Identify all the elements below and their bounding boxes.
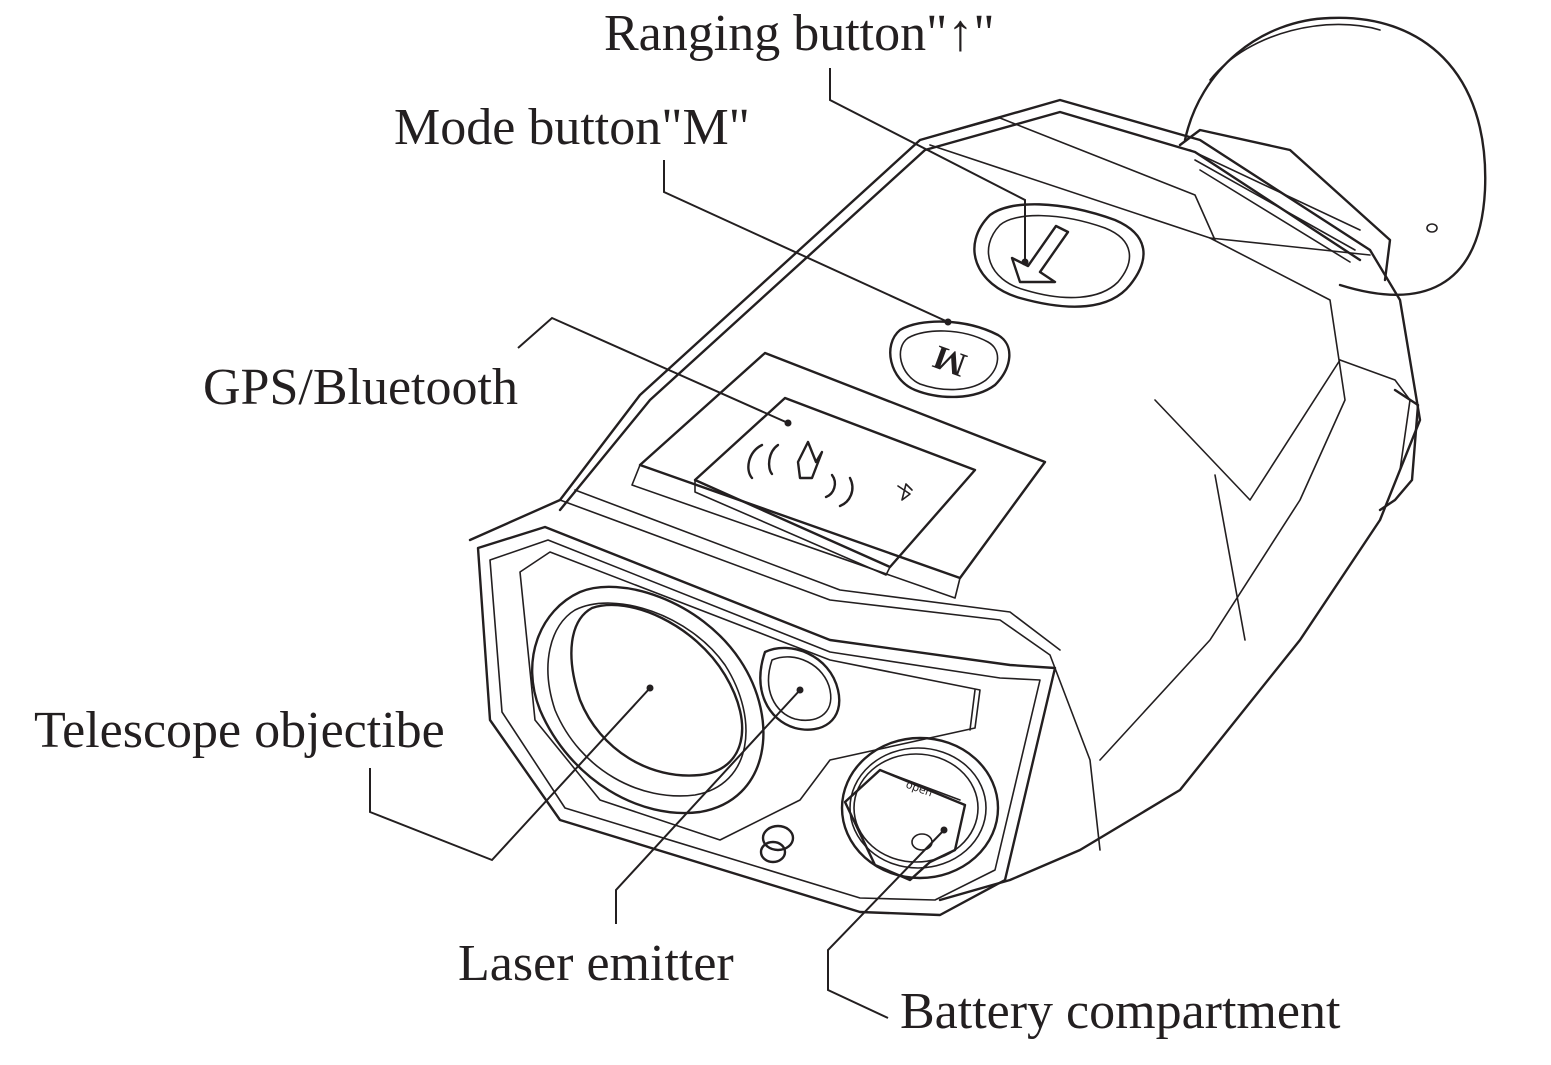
label-ranging-button: Ranging button"↑" <box>604 5 995 62</box>
label-laser-emitter: Laser emitter <box>458 935 734 992</box>
mode-key-letter: M <box>928 338 971 384</box>
leader-gps-bluetooth <box>517 316 789 424</box>
labels: Ranging button"↑" Mode button"M" GPS/Blu… <box>34 5 1341 1040</box>
leader-telescope-objective <box>369 687 651 862</box>
label-gps-bluetooth: GPS/Bluetooth <box>203 359 518 416</box>
label-telescope-objective: Telescope objectibe <box>34 702 445 759</box>
eyepiece <box>1178 16 1487 512</box>
leader-battery-compartment <box>827 829 945 1019</box>
laser-emitter <box>759 646 841 731</box>
label-battery-compartment: Battery compartment <box>900 983 1341 1040</box>
up-arrow-icon <box>1010 224 1070 284</box>
tripod-pin <box>759 824 795 864</box>
bluetooth-icon <box>897 483 913 501</box>
battery-cap-text: open <box>904 778 934 800</box>
leader-ranging-button <box>829 68 1026 262</box>
ranging-button[interactable] <box>973 203 1145 308</box>
rangefinder-body <box>468 98 1422 902</box>
leader-lines <box>369 68 1026 1019</box>
label-mode-button: Mode button"M" <box>394 99 750 156</box>
leader-laser-emitter <box>615 689 801 924</box>
mode-button[interactable]: M <box>889 318 1011 399</box>
leader-mode-button <box>663 160 949 323</box>
battery-compartment: open <box>840 736 1000 882</box>
front-face <box>476 525 1057 917</box>
gps-signal-icon <box>747 419 854 508</box>
telescope-objective <box>531 585 765 815</box>
